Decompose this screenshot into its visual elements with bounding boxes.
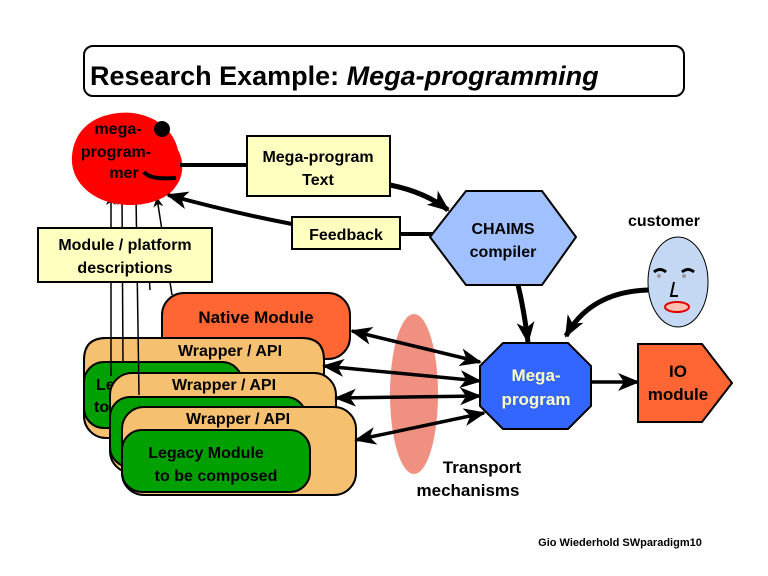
- module-descriptions-box: Module / platform descriptions: [37, 227, 213, 283]
- customer-face-icon: [647, 236, 709, 328]
- text-to-compiler-arrow: [389, 182, 450, 212]
- megaprogram-text-line-1: Mega-program: [262, 149, 373, 166]
- module-descriptions-line-1: Module / platform: [58, 237, 191, 254]
- compiler-to-megaprogram-arrow: [515, 284, 535, 344]
- feedback-arrow: [166, 191, 293, 226]
- megaprogrammer-line-1: mega-: [94, 121, 141, 138]
- customer-to-megaprogram-arrow: [563, 287, 649, 338]
- io-module-node: IO module: [637, 343, 734, 423]
- chaims-line-2: compiler: [470, 244, 537, 261]
- native-module-label: Native Module: [198, 308, 313, 327]
- megaprogram-line-1: Mega-: [511, 366, 560, 385]
- transport-arrows: [322, 326, 486, 445]
- chaims-line-1: CHAIMS: [471, 221, 534, 238]
- title-box: Research Example: Mega-programming: [83, 45, 685, 97]
- megaprogrammer-line-2: program-: [81, 144, 151, 161]
- megaprogrammer-line-3: mer: [109, 165, 138, 182]
- title-italic: Mega-programming: [347, 61, 600, 91]
- svg-text:Research Example: Mega-progra: Research Example: Mega-programming: [90, 61, 599, 91]
- title-plain: Research Example:: [90, 61, 347, 91]
- megaprogram-text-line-2: Text: [302, 172, 334, 189]
- module-descriptions-line-2: descriptions: [77, 260, 172, 277]
- transport-ellipse: [390, 314, 438, 474]
- chaims-compiler-node: CHAIMS compiler: [428, 190, 578, 286]
- megaprogram-text-box: Mega-program Text: [246, 135, 391, 197]
- wrapper-label-2: Wrapper / API: [172, 377, 276, 394]
- wrapper-label-1-front: Wrapper / API: [178, 343, 282, 360]
- legacy-label-3b: to be composed: [155, 468, 278, 485]
- feedback-box: Feedback: [291, 216, 401, 250]
- megaprogrammer-node: mega- program- mer: [71, 112, 183, 206]
- transport-line-1: Transport: [443, 458, 522, 477]
- wrapper-label-3: Wrapper / API: [186, 411, 290, 428]
- io-module-line-2: module: [648, 385, 708, 404]
- customer-label: customer: [628, 213, 700, 230]
- io-module-line-1: IO: [669, 362, 687, 381]
- legacy-label-3a: Legacy Module: [148, 445, 264, 462]
- transport-line-2: mechanisms: [417, 481, 520, 500]
- megaprogram-node: Mega- program: [479, 342, 592, 430]
- megaprogram-line-2: program: [502, 390, 571, 409]
- footer-credit: Gio Wiederhold SWparadigm10: [538, 537, 702, 549]
- feedback-label: Feedback: [309, 227, 383, 244]
- wrapper-stack-3: Wrapper / API Legacy Module to be compos…: [121, 406, 357, 496]
